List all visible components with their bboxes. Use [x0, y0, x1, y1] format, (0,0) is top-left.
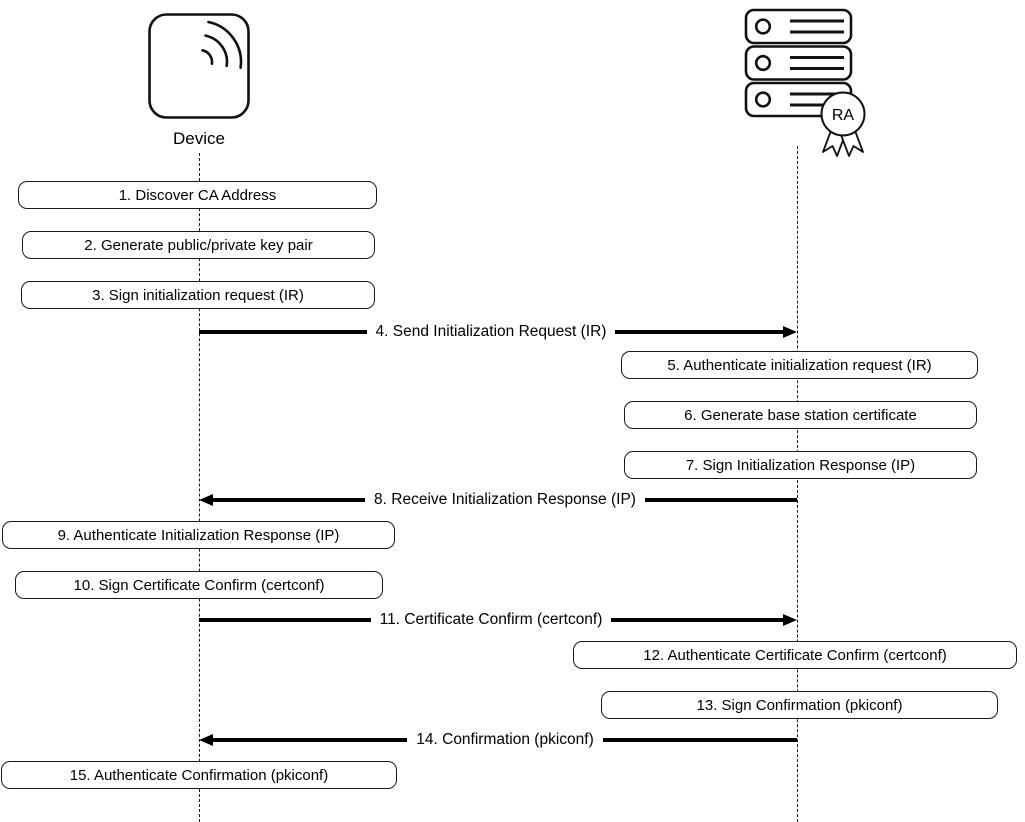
step-box-12: 12. Authenticate Certificate Confirm (ce…: [573, 641, 1017, 669]
step-label: 5. Authenticate initialization request (…: [667, 356, 932, 374]
arrow-line: [602, 738, 797, 742]
arrowhead-right-icon: [783, 326, 797, 338]
message-arrow-4: 4. Send Initialization Request (IR): [199, 322, 797, 342]
arrow-line: [199, 330, 367, 334]
arrowhead-left-icon: [199, 734, 213, 746]
step-box-5: 5. Authenticate initialization request (…: [621, 351, 978, 379]
message-arrow-11: 11. Certificate Confirm (certconf): [199, 610, 797, 630]
step-box-1: 1. Discover CA Address: [18, 181, 377, 209]
wireless-device-icon: [148, 13, 250, 119]
step-label: 15. Authenticate Confirmation (pkiconf): [69, 766, 329, 784]
message-arrow-14: 14. Confirmation (pkiconf): [199, 730, 797, 750]
ra-badge-label: RA: [832, 107, 855, 124]
arrowhead-right-icon: [783, 614, 797, 626]
step-box-15: 15. Authenticate Confirmation (pkiconf): [1, 761, 397, 789]
message-label: 8. Receive Initialization Response (IP): [374, 491, 636, 508]
server-stack-icon: RA: [740, 8, 880, 158]
step-box-6: 6. Generate base station certificate: [624, 401, 977, 429]
step-label: 6. Generate base station certificate: [684, 406, 917, 424]
step-label: 7. Sign Initialization Response (IP): [685, 456, 916, 474]
step-label: 12. Authenticate Certificate Confirm (ce…: [643, 646, 947, 664]
message-label: 11. Certificate Confirm (certconf): [379, 611, 603, 628]
step-label: 2. Generate public/private key pair: [84, 236, 313, 254]
device-lifeline: [199, 153, 200, 822]
step-box-10: 10. Sign Certificate Confirm (certconf): [15, 571, 383, 599]
message-arrow-8: 8. Receive Initialization Response (IP): [199, 490, 797, 510]
step-label: 10. Sign Certificate Confirm (certconf): [73, 576, 325, 594]
arrow-line: [644, 498, 797, 502]
step-box-9: 9. Authenticate Initialization Response …: [2, 521, 395, 549]
ra-lifeline: [797, 146, 798, 822]
message-label: 4. Send Initialization Request (IR): [375, 323, 607, 340]
arrow-line: [213, 738, 408, 742]
arrowhead-left-icon: [199, 494, 213, 506]
arrow-line: [611, 618, 783, 622]
step-label: 3. Sign initialization request (IR): [92, 286, 304, 304]
step-label: 13. Sign Confirmation (pkiconf): [696, 696, 903, 714]
step-label: 1. Discover CA Address: [118, 186, 277, 204]
message-label: 14. Confirmation (pkiconf): [416, 731, 594, 748]
step-box-13: 13. Sign Confirmation (pkiconf): [601, 691, 998, 719]
arrow-line: [199, 618, 371, 622]
actor-label-device: Device: [173, 129, 225, 148]
step-box-2: 2. Generate public/private key pair: [22, 231, 375, 259]
step-box-3: 3. Sign initialization request (IR): [21, 281, 375, 309]
step-label: 9. Authenticate Initialization Response …: [57, 526, 340, 544]
arrow-line: [615, 330, 783, 334]
step-box-7: 7. Sign Initialization Response (IP): [624, 451, 977, 479]
arrow-line: [213, 498, 366, 502]
